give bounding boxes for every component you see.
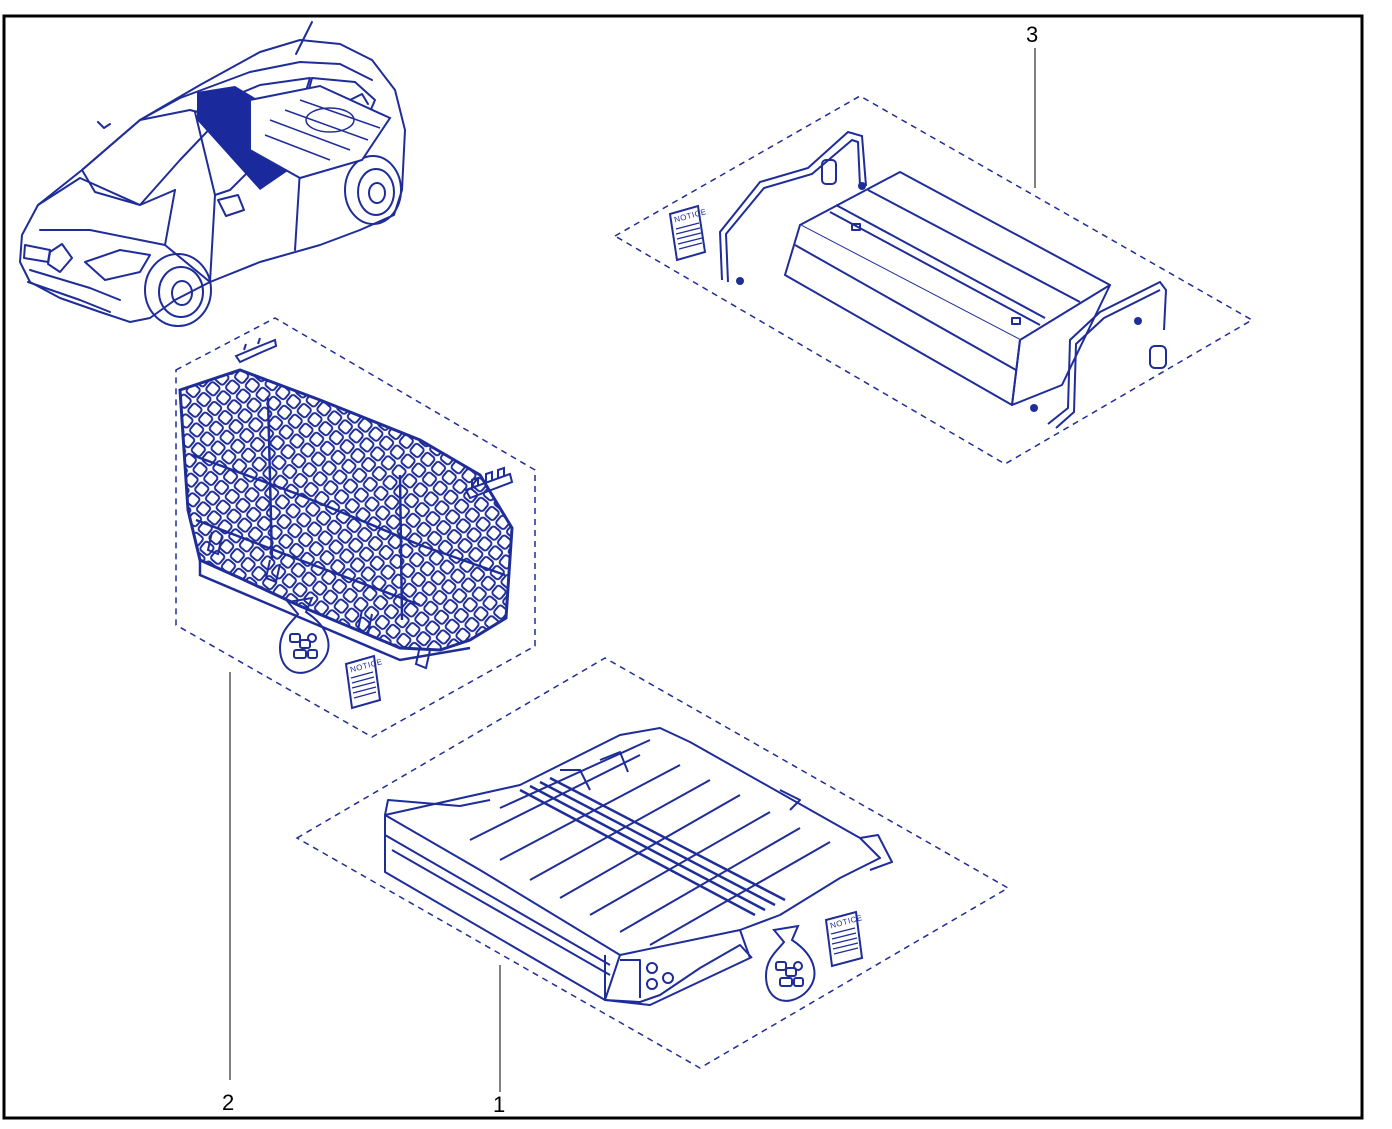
callout-number-1: 1 xyxy=(493,1092,505,1117)
callout-leader-lines xyxy=(229,48,1036,1092)
cargo-floor-icon xyxy=(384,727,893,1006)
diagram-frame xyxy=(2,14,1364,1120)
screw-icon xyxy=(736,182,1142,412)
clip-icon xyxy=(821,159,1167,369)
cargo-net-icon xyxy=(178,368,514,670)
hook-bracket-icon xyxy=(234,337,278,364)
luggage-cover-icon xyxy=(784,171,1111,406)
notice-booklet-icon: NOTICE xyxy=(668,204,708,262)
notice-booklet-icon: NOTICE xyxy=(824,910,864,968)
dashed-outline-group-3 xyxy=(613,95,1254,465)
support-rod-icon xyxy=(1047,280,1168,429)
hardware-bag-icon xyxy=(278,596,330,674)
hardware-bag-icon xyxy=(764,924,816,1002)
car-cargo-highlight xyxy=(197,84,392,190)
dashed-outline-group-2 xyxy=(175,317,536,738)
car-outline-icon xyxy=(19,21,406,327)
callout-number-2: 2 xyxy=(222,1090,234,1115)
notice-booklet-icon: NOTICE xyxy=(344,654,384,710)
callout-number-3: 3 xyxy=(1026,22,1038,47)
support-rod-icon xyxy=(718,130,867,283)
hook-bracket-icon xyxy=(464,466,514,500)
dashed-outline-group-1 xyxy=(295,657,1010,1069)
